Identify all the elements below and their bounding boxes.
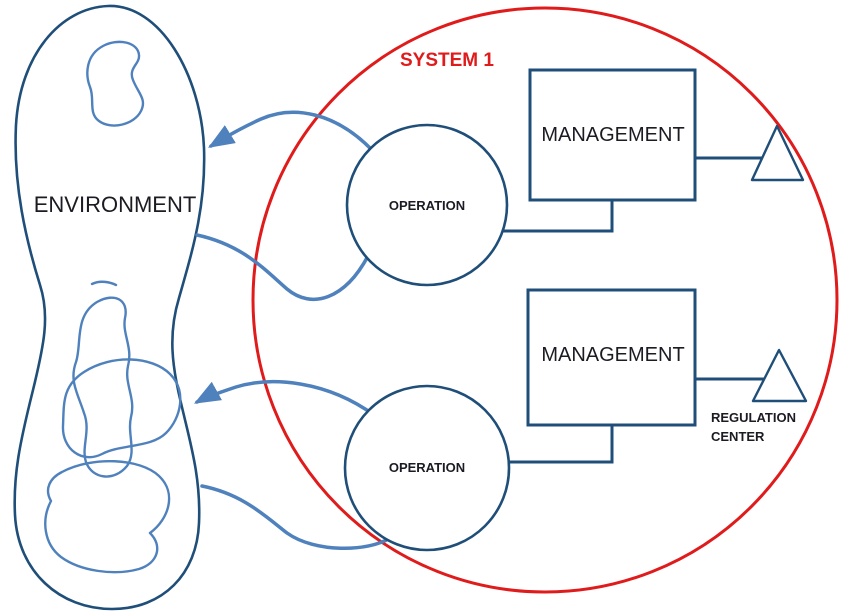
regulation-triangle-top <box>750 124 805 182</box>
regulation-center-label-line2: CENTER <box>711 429 765 444</box>
management-box-top <box>528 68 697 202</box>
regulation-center-label-line1: REGULATION <box>711 410 796 425</box>
environment-label: ENVIRONMENT <box>34 192 197 217</box>
environment-blob <box>61 358 182 459</box>
operation-label-top: OPERATION <box>389 198 465 213</box>
system-title: SYSTEM 1 <box>400 50 494 71</box>
operation-circle-bottom <box>343 384 511 552</box>
management-label-bottom: MANAGEMENT <box>541 344 684 366</box>
environment-blob <box>44 459 171 574</box>
system-boundary-circle <box>251 6 839 594</box>
operation-label-bottom: OPERATION <box>389 460 465 475</box>
environment-blob <box>72 296 134 478</box>
regulation-triangle-bottom <box>751 348 808 403</box>
operation-circle-top <box>345 123 509 287</box>
environment-blob <box>86 40 145 127</box>
environment-to-operation-curve-bottom <box>200 484 392 551</box>
operation-to-environment-arrow-top <box>208 110 374 152</box>
environment-blob-mark <box>90 280 118 287</box>
environment-to-operation-curve-top <box>195 233 370 301</box>
operation-to-environment-arrow-bottom <box>193 380 376 417</box>
management-label-top: MANAGEMENT <box>541 124 684 146</box>
management-operation-connector-top <box>503 200 614 233</box>
management-box-bottom <box>526 288 697 427</box>
management-operation-connector-bottom <box>509 425 614 464</box>
environment-outline <box>13 4 206 611</box>
